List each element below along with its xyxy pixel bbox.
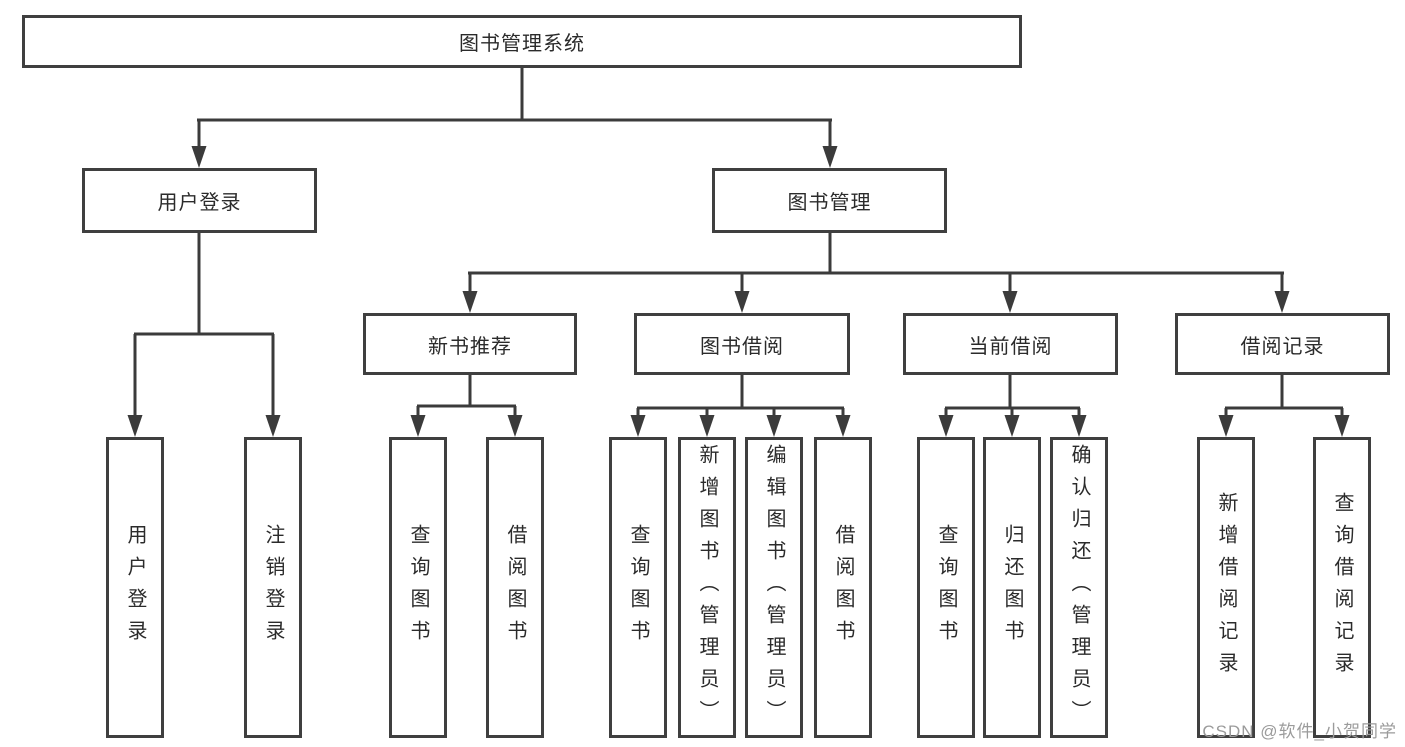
leaf-borrow-edit-admin-label: 编辑图书（管理员） (763, 443, 785, 732)
leaf-current-query: 查询图书 (917, 437, 975, 738)
leaf-logout-label: 注销登录 (262, 523, 284, 652)
leaf-records-add-label: 新增借阅记录 (1215, 491, 1237, 684)
node-new-books-label: 新书推荐 (428, 335, 512, 358)
leaf-borrow-query: 查询图书 (609, 437, 667, 738)
leaf-current-query-label: 查询图书 (935, 523, 957, 652)
leaf-borrow-add-admin-label: 新增图书（管理员） (696, 443, 718, 732)
leaf-current-return: 归还图书 (983, 437, 1041, 738)
node-user-login-label: 用户登录 (157, 192, 242, 214)
node-book-borrow: 图书借阅 (634, 313, 850, 375)
leaf-records-query-label: 查询借阅记录 (1331, 491, 1353, 684)
node-new-books: 新书推荐 (363, 313, 577, 375)
node-borrow-records-label: 借阅记录 (1240, 335, 1325, 358)
node-current-borrow: 当前借阅 (903, 313, 1118, 375)
leaf-borrow-edit-admin: 编辑图书（管理员） (745, 437, 803, 738)
node-current-borrow-label: 当前借阅 (968, 335, 1053, 358)
leaf-newbooks-borrow: 借阅图书 (486, 437, 544, 738)
leaf-newbooks-query: 查询图书 (389, 437, 447, 738)
leaf-borrow-borrow-label: 借阅图书 (832, 523, 854, 652)
leaf-user-login-label: 用户登录 (124, 523, 146, 652)
node-book-mgmt-label: 图书管理 (787, 192, 872, 214)
node-root-label: 图书管理系统 (459, 33, 585, 55)
node-book-borrow-label: 图书借阅 (700, 335, 784, 358)
leaf-current-confirm-admin: 确认归还（管理员） (1050, 437, 1108, 738)
leaf-current-return-label: 归还图书 (1001, 523, 1023, 652)
leaf-newbooks-borrow-label: 借阅图书 (504, 523, 526, 652)
node-borrow-records: 借阅记录 (1175, 313, 1390, 375)
leaf-borrow-add-admin: 新增图书（管理员） (678, 437, 736, 738)
leaf-logout: 注销登录 (244, 437, 302, 738)
leaf-borrow-borrow: 借阅图书 (814, 437, 872, 738)
leaf-borrow-query-label: 查询图书 (627, 523, 649, 652)
node-book-mgmt: 图书管理 (712, 168, 947, 233)
leaf-current-confirm-admin-label: 确认归还（管理员） (1068, 443, 1090, 732)
leaf-user-login: 用户登录 (106, 437, 164, 738)
leaf-records-add: 新增借阅记录 (1197, 437, 1255, 738)
node-user-login: 用户登录 (82, 168, 317, 233)
node-root: 图书管理系统 (22, 15, 1022, 68)
leaf-newbooks-query-label: 查询图书 (407, 523, 429, 652)
leaf-records-query: 查询借阅记录 (1313, 437, 1371, 738)
watermark: CSDN @软件_小贺同学 (1202, 722, 1397, 741)
